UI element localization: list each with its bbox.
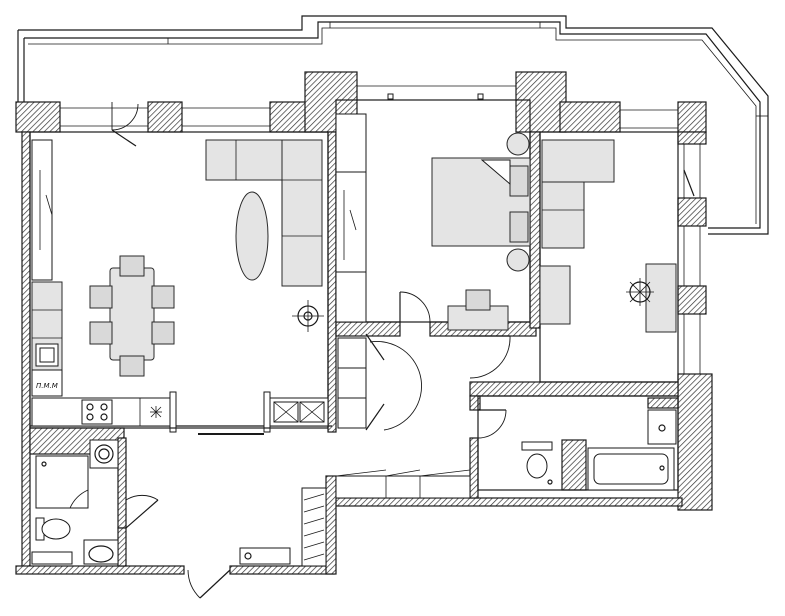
toilet-bathroom	[521, 441, 553, 485]
nightstand-lamp-top	[506, 132, 530, 156]
room-outlines	[29, 99, 679, 491]
desk-bedroom	[447, 289, 509, 331]
bed	[431, 157, 531, 247]
dining-table	[89, 255, 175, 377]
office-chair	[626, 278, 654, 306]
stove	[81, 399, 113, 425]
coffee-table	[235, 191, 269, 281]
tv-stand	[269, 397, 329, 427]
doors	[111, 102, 695, 599]
cabinet-study	[539, 265, 571, 325]
wardrobe-hall	[335, 171, 367, 273]
washing-machine	[89, 439, 119, 469]
sofa	[205, 139, 323, 287]
bedroom-main	[431, 132, 531, 331]
living-room	[31, 139, 324, 377]
wardrobe-left	[31, 139, 53, 281]
hall	[239, 113, 471, 567]
washbasin-wc	[83, 539, 119, 565]
washbasin	[647, 409, 677, 445]
sofa-study	[541, 139, 615, 249]
dishwasher-label: П.М.М	[36, 382, 58, 390]
coat-rack	[301, 487, 327, 567]
desk-study	[645, 263, 677, 333]
balcony	[17, 15, 769, 235]
wc	[31, 439, 119, 565]
shower	[35, 455, 89, 509]
bathroom	[521, 409, 677, 491]
toilet-wc	[35, 517, 71, 541]
nightstand-lamp-bottom	[506, 248, 530, 272]
asterisk-icon	[150, 406, 162, 418]
bathtub	[587, 447, 675, 491]
shoe-cabinet	[335, 469, 471, 499]
study-room	[539, 139, 677, 333]
kitchen: П.М.М	[31, 281, 329, 427]
ceiling-light	[292, 300, 324, 332]
